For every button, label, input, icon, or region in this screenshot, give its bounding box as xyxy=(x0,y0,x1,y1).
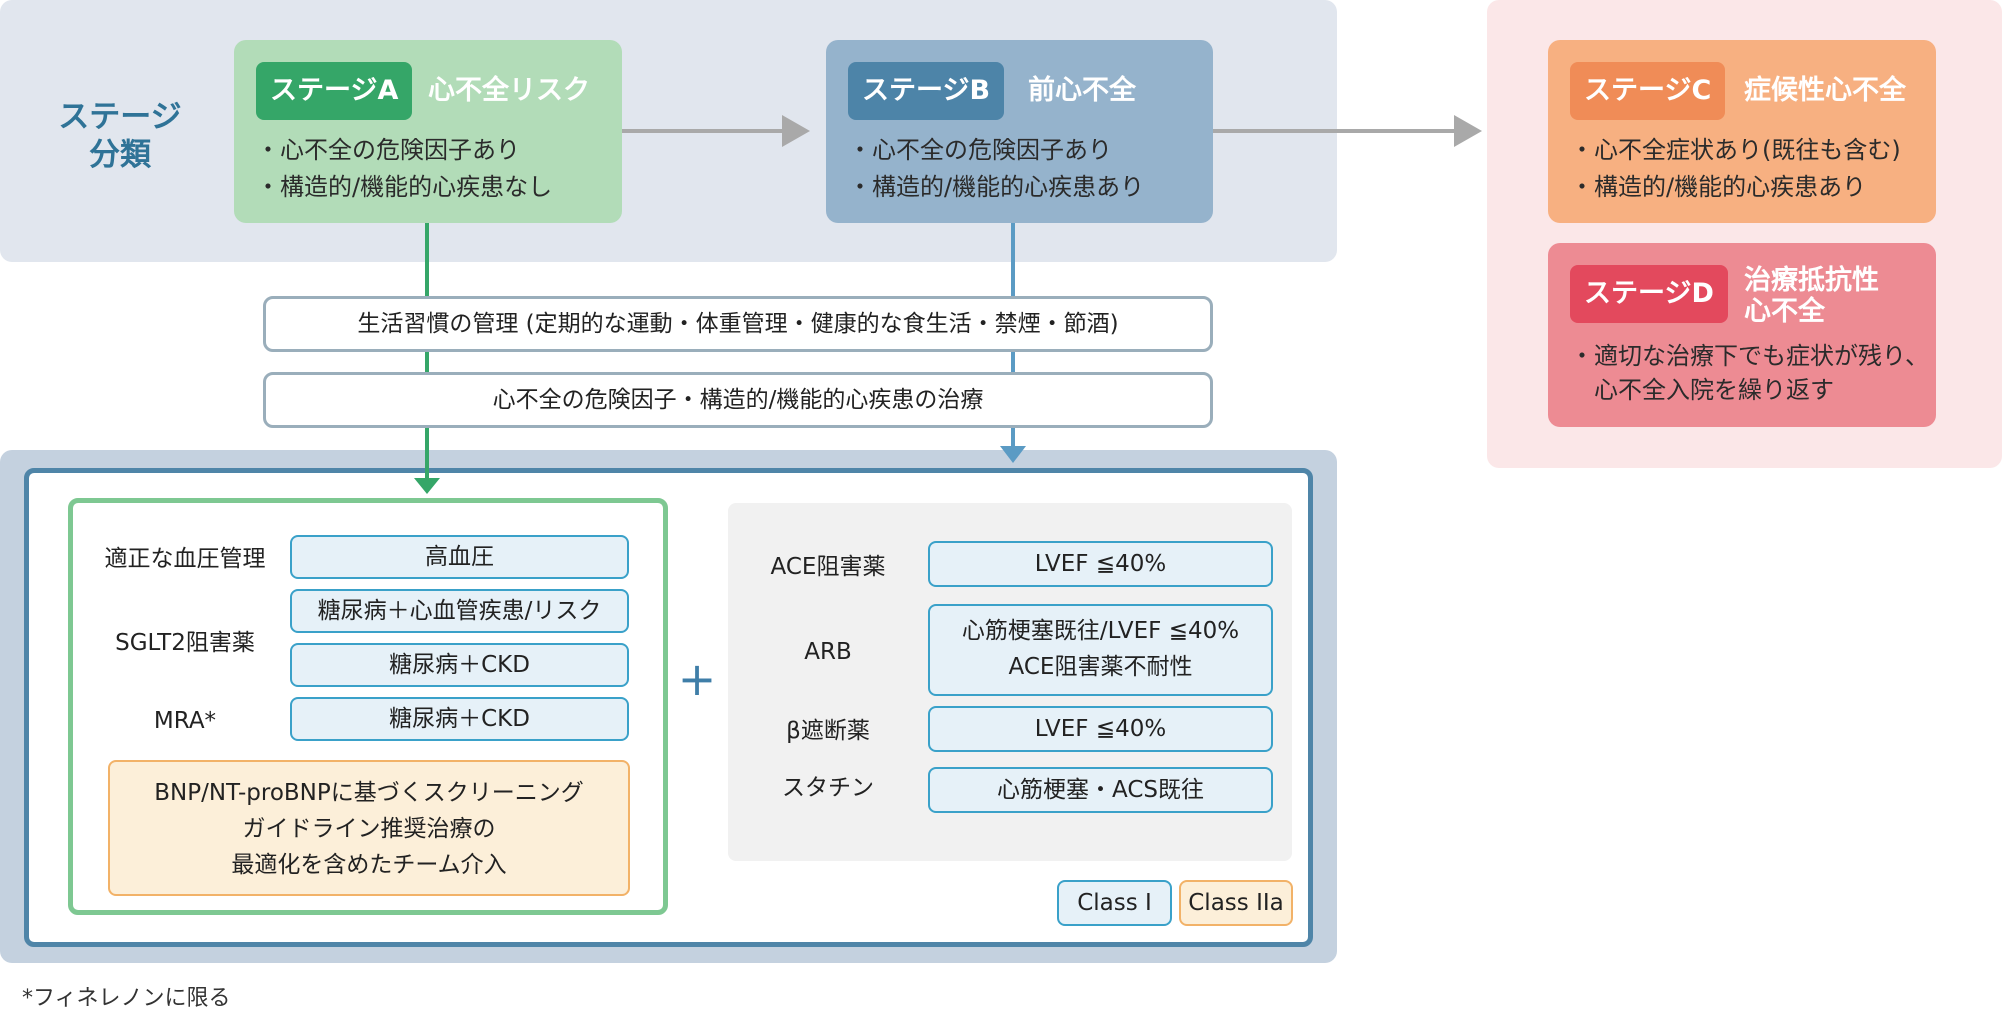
arb-indication-line: 心筋梗塞既往/LVEF ≦40% xyxy=(961,618,1240,644)
team-intervention-box: BNP/NT-proBNPに基づくスクリーニング ガイドライン推奨治療の 最適化… xyxy=(108,760,630,896)
sglt2-label: SGLT2阻害薬 xyxy=(115,630,255,656)
heading-line: ステージ xyxy=(58,99,182,135)
mra-label: MRA* xyxy=(153,708,217,734)
stage-b-box: ステージB 前心不全 ・心不全の危険因子あり ・構造的/機能的心疾患あり xyxy=(826,40,1213,223)
bullet-item: ・適切な治療下でも症状が残り、 xyxy=(1570,342,1930,370)
stage-classification-heading: ステージ 分類 xyxy=(50,98,190,174)
bullet-item: ・構造的/機能的心疾患あり xyxy=(848,173,1145,201)
stage-b-name: 前心不全 xyxy=(1028,75,1136,106)
stage-d-name-line: 治療抵抗性 xyxy=(1744,265,1879,296)
stage-b-bullets: ・心不全の危険因子あり ・構造的/機能的心疾患あり xyxy=(848,132,1144,206)
bullet-item: ・心不全の危険因子あり xyxy=(848,136,1112,164)
footnote: *フィネレノンに限る xyxy=(22,986,231,1011)
bp-management-label: 適正な血圧管理 xyxy=(104,546,266,572)
beta-blocker-label: β遮断薬 xyxy=(786,718,870,744)
sglt2-indication-cv: 糖尿病＋心血管疾患/リスク xyxy=(290,589,629,633)
stage-d-bullets: ・適切な治療下でも症状が残り、 心不全入院を繰り返す xyxy=(1570,339,1929,407)
bullet-item: 心不全入院を繰り返す xyxy=(1570,376,1834,404)
hypertension-indication: 高血圧 xyxy=(290,535,629,579)
stage-d-box: ステージD 治療抵抗性 心不全 ・適切な治療下でも症状が残り、 心不全入院を繰り… xyxy=(1548,243,1936,427)
arb-indication: 心筋梗塞既往/LVEF ≦40% ACE阻害薬不耐性 xyxy=(928,604,1273,696)
stage-a-name: 心不全リスク xyxy=(428,75,590,106)
ace-inhibitor-label: ACE阻害薬 xyxy=(770,554,886,580)
mra-indication: 糖尿病＋CKD xyxy=(290,697,629,741)
stage-b-arrowhead xyxy=(1000,446,1026,463)
bullet-item: ・心不全の危険因子あり xyxy=(256,136,520,164)
arb-indication-line: ACE阻害薬不耐性 xyxy=(1008,654,1193,680)
stage-a-badge: ステージA xyxy=(256,62,413,120)
statin-indication: 心筋梗塞・ACS既往 xyxy=(928,767,1273,813)
class-iia-legend: Class IIa xyxy=(1179,880,1293,926)
class-i-legend: Class I xyxy=(1057,880,1172,926)
stage-c-bullets: ・心不全症状あり(既往も含む) ・構造的/機能的心疾患あり xyxy=(1570,132,1901,206)
stage-c-name: 症候性心不全 xyxy=(1744,75,1906,106)
stage-a-box: ステージA 心不全リスク ・心不全の危険因子あり ・構造的/機能的心疾患なし xyxy=(234,40,622,223)
stage-d-badge: ステージD xyxy=(1570,265,1728,323)
stage-a-bullets: ・心不全の危険因子あり ・構造的/機能的心疾患なし xyxy=(256,132,552,206)
bullet-item: ・構造的/機能的心疾患なし xyxy=(256,173,553,201)
stage-c-badge: ステージC xyxy=(1570,62,1726,120)
ace-inhibitor-indication: LVEF ≦40% xyxy=(928,541,1273,587)
team-care-line: BNP/NT-proBNPに基づくスクリーニング xyxy=(154,780,584,806)
sglt2-indication-ckd: 糖尿病＋CKD xyxy=(290,643,629,687)
team-care-line: ガイドライン推奨治療の xyxy=(242,816,496,842)
heading-line: 分類 xyxy=(89,137,151,173)
statin-label: スタチン xyxy=(782,775,874,801)
bullet-item: ・構造的/機能的心疾患あり xyxy=(1570,173,1867,201)
stage-c-box: ステージC 症候性心不全 ・心不全症状あり(既往も含む) ・構造的/機能的心疾患… xyxy=(1548,40,1936,223)
team-care-line: 最適化を含めたチーム介入 xyxy=(231,852,507,878)
beta-blocker-indication: LVEF ≦40% xyxy=(928,706,1273,752)
stage-a-arrowhead xyxy=(414,478,440,494)
lifestyle-management-bar: 生活習慣の管理 (定期的な運動・体重管理・健康的な食生活・禁煙・節酒) xyxy=(263,296,1213,352)
stage-b-badge: ステージB xyxy=(848,62,1005,120)
bullet-item: ・心不全症状あり(既往も含む) xyxy=(1570,136,1901,164)
stage-d-name-line: 心不全 xyxy=(1744,296,1825,327)
plus-sign: + xyxy=(677,652,717,706)
stage-d-name: 治療抵抗性 心不全 xyxy=(1744,265,1879,327)
risk-factor-treatment-bar: 心不全の危険因子・構造的/機能的心疾患の治療 xyxy=(263,372,1213,428)
arb-label: ARB xyxy=(804,639,852,665)
